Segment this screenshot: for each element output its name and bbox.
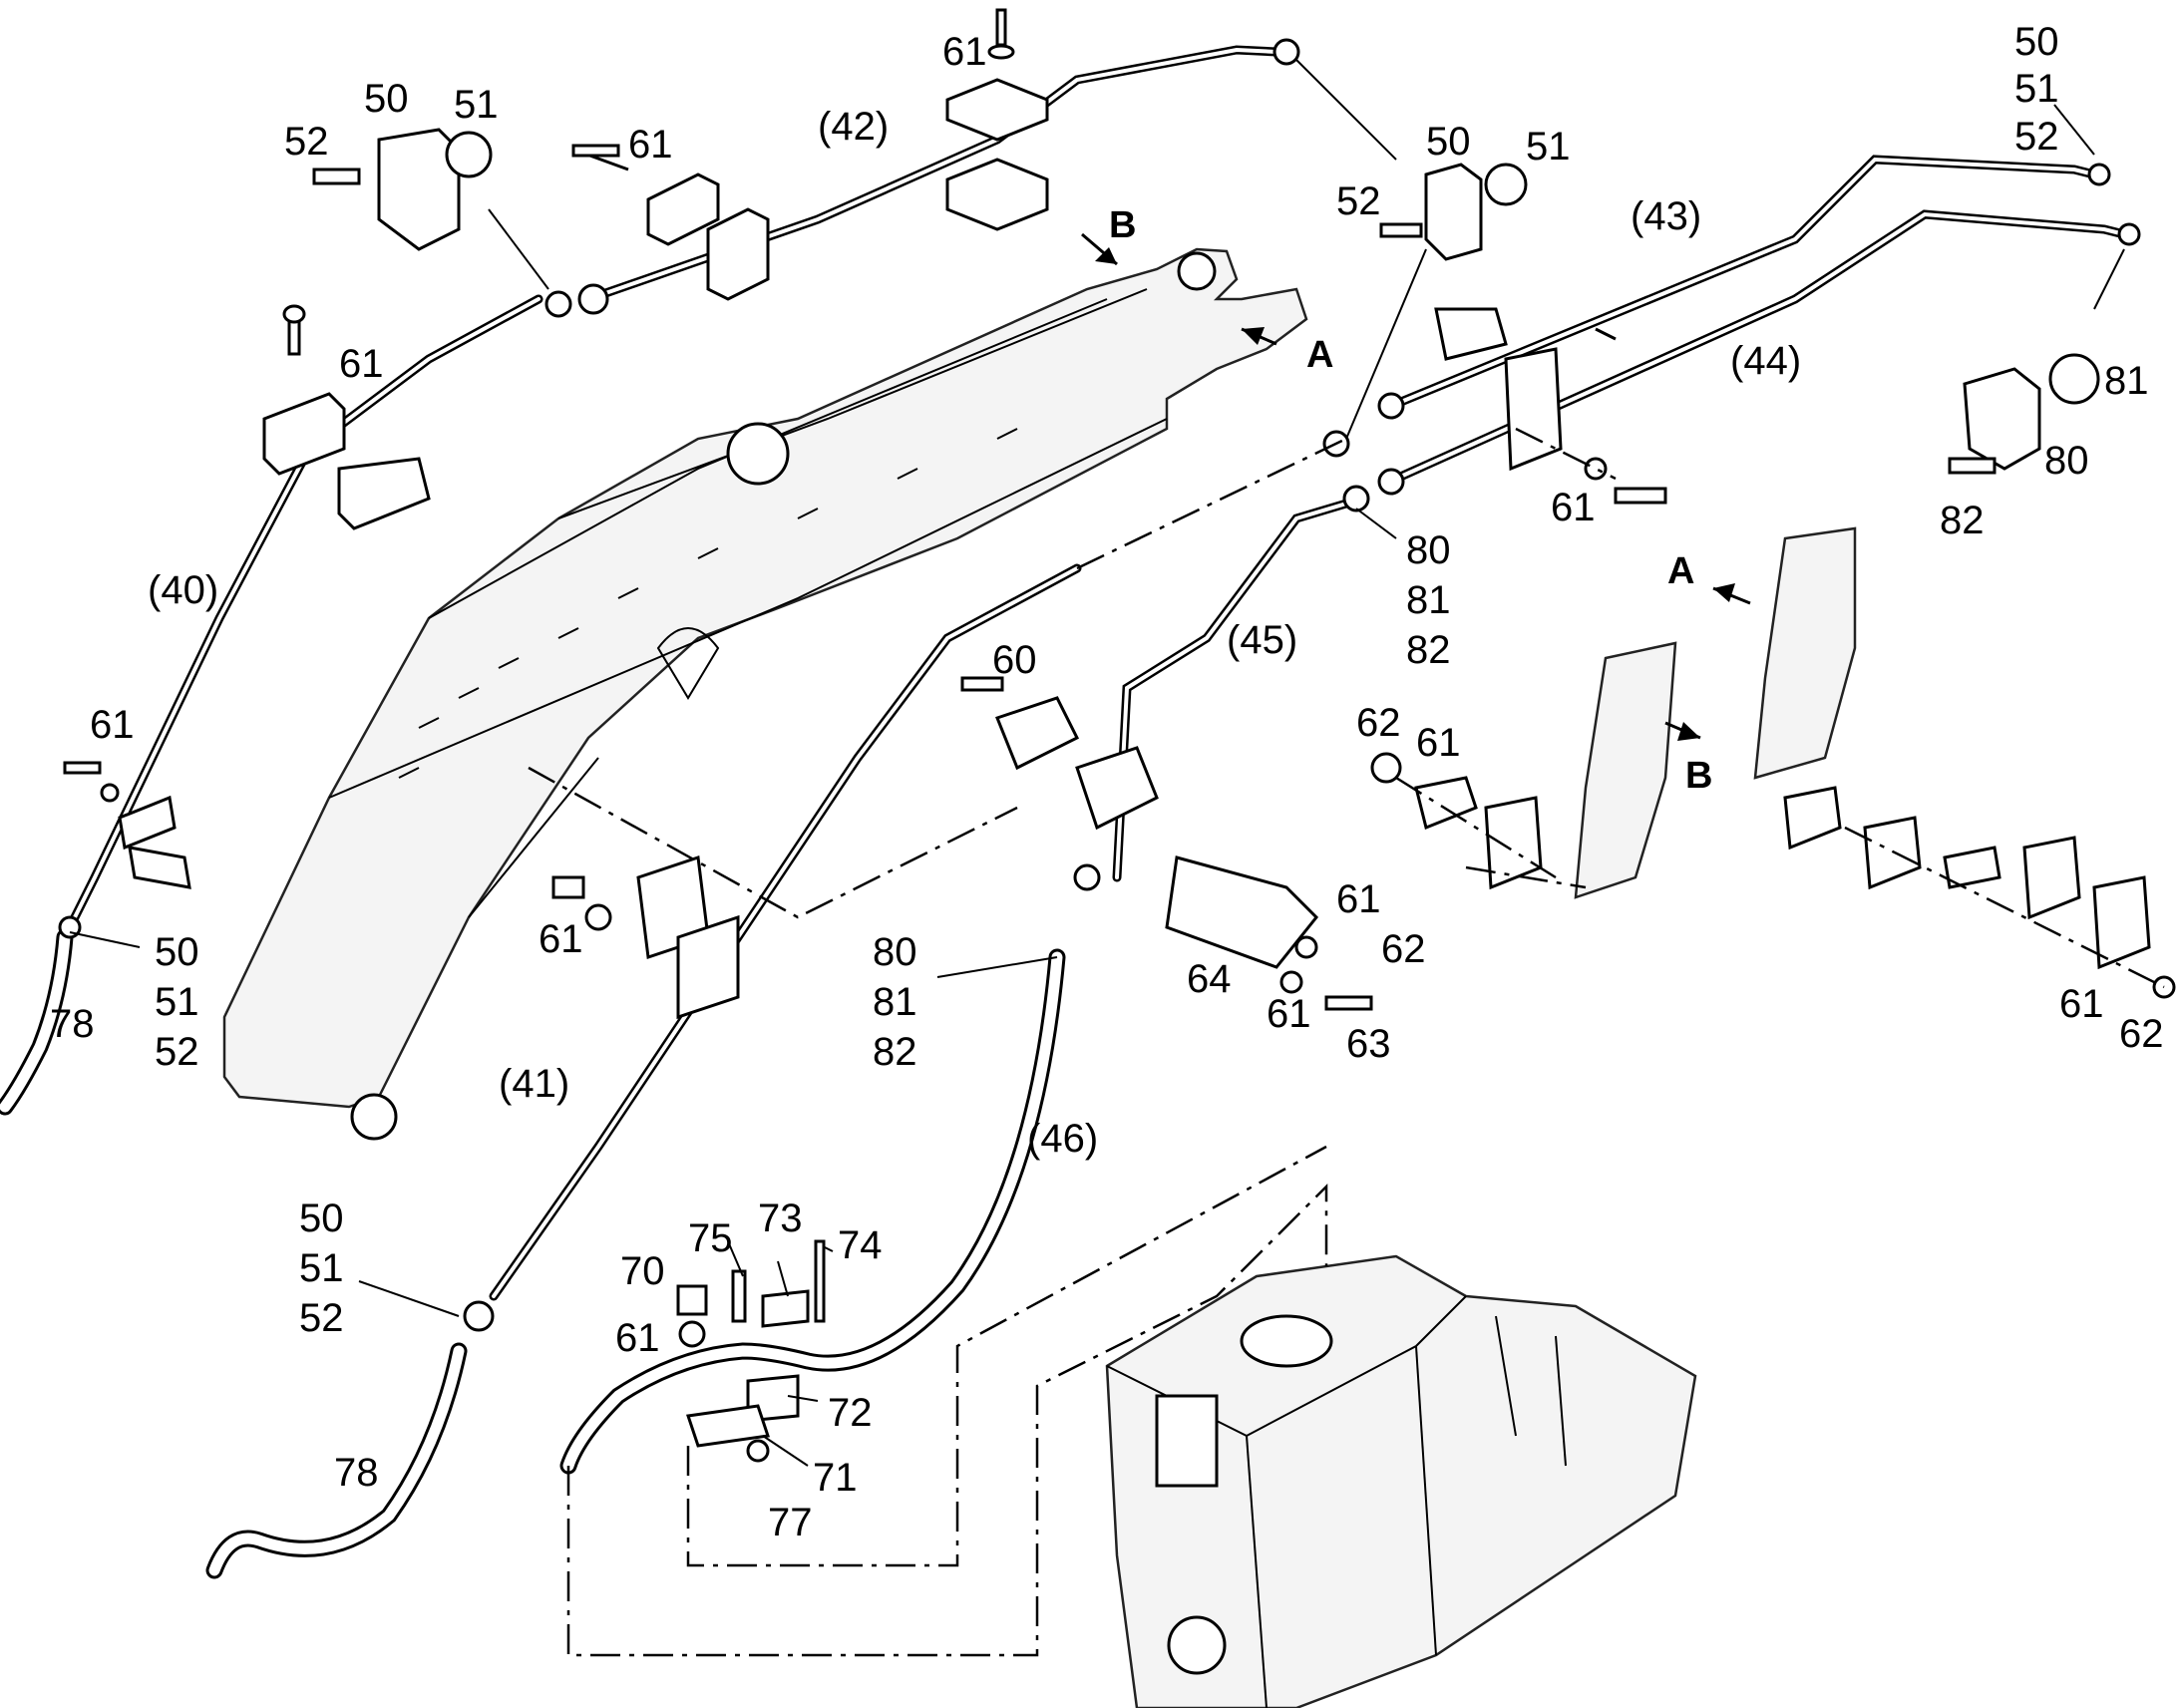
- label-81: 81: [1406, 578, 1451, 622]
- label-tube-45: (45): [1227, 618, 1297, 662]
- label-78: 78: [50, 1002, 95, 1046]
- label-52: 52: [284, 120, 329, 164]
- label-62: 62: [2119, 1012, 2164, 1056]
- label-61: 61: [615, 1316, 660, 1360]
- label-51: 51: [1526, 125, 1571, 169]
- tube-45: [1112, 499, 1351, 882]
- clamp-40-mid: [63, 761, 191, 889]
- label-62: 62: [1381, 927, 1426, 971]
- label-80: 80: [1406, 528, 1451, 572]
- label-81: 81: [2104, 359, 2149, 403]
- label-50: 50: [364, 77, 409, 121]
- clamp-upper-left: [571, 144, 770, 301]
- label-51: 51: [2014, 67, 2059, 111]
- label-tube-43: (43): [1631, 194, 1701, 238]
- arrow-a-head: [1242, 327, 1265, 345]
- label-61: 61: [339, 342, 384, 386]
- label-52: 52: [299, 1296, 344, 1340]
- tube-40: [65, 294, 544, 932]
- label-82: 82: [1940, 499, 1985, 542]
- cluster-70-77: [676, 1239, 826, 1463]
- label-61: 61: [1416, 721, 1461, 765]
- boom: [222, 247, 1308, 1141]
- flange-80-81-82-right: [1948, 353, 2100, 475]
- label-74: 74: [838, 1223, 883, 1267]
- label-64: 64: [1187, 957, 1232, 1001]
- plate-b: [1574, 641, 1677, 899]
- label-50: 50: [1426, 120, 1471, 164]
- label-51: 51: [299, 1246, 344, 1290]
- label-tube-41: (41): [499, 1062, 569, 1106]
- label-80: 80: [873, 930, 917, 974]
- label-70: 70: [620, 1249, 665, 1293]
- clamp-44: [1434, 307, 1667, 505]
- view-marker-a-detail: A: [1667, 550, 1694, 592]
- label-78: 78: [334, 1451, 379, 1495]
- tube-41: [489, 563, 1082, 1301]
- plate-a: [1753, 526, 1857, 780]
- label-75: 75: [688, 1216, 733, 1260]
- label-61: 61: [942, 30, 987, 74]
- label-60: 60: [992, 638, 1037, 682]
- label-52: 52: [1336, 179, 1381, 223]
- hose-46: [559, 948, 1066, 1475]
- view-marker-b-detail: B: [1685, 755, 1712, 797]
- leader-lines: [69, 59, 2125, 1467]
- arrow-b-head: [1095, 247, 1117, 264]
- label-61: 61: [628, 123, 673, 167]
- view-marker-a: A: [1306, 334, 1333, 376]
- label-71: 71: [813, 1456, 858, 1500]
- clamp-top-center: [945, 8, 1049, 231]
- label-61: 61: [539, 917, 583, 961]
- label-62: 62: [1356, 701, 1401, 745]
- label-73: 73: [758, 1196, 803, 1240]
- tank-filler-cap: [1240, 1314, 1333, 1368]
- label-tube-40: (40): [148, 568, 218, 612]
- label-50: 50: [2014, 20, 2059, 64]
- flange-50-51-52-top-left: [312, 128, 493, 251]
- center-lines: [528, 427, 2165, 1657]
- boom-foot-pin: [350, 1093, 398, 1141]
- label-61: 61: [1551, 486, 1596, 529]
- view-arrows: [1081, 232, 1751, 741]
- callout-labels: 61 (42) 50 51 52 61 52 50 51 50 51 52 52…: [50, 20, 2164, 1544]
- label-61: 61: [2059, 982, 2104, 1026]
- fittings: [58, 38, 2141, 1332]
- label-72: 72: [828, 1391, 873, 1435]
- label-50: 50: [155, 930, 199, 974]
- bracket-60-64: [960, 676, 1373, 1011]
- label-51: 51: [454, 83, 499, 127]
- label-81: 81: [873, 980, 917, 1024]
- tube-43: [1391, 155, 2099, 409]
- label-82: 82: [873, 1030, 917, 1074]
- flange-50-51-52-mid: [1379, 163, 1528, 261]
- hydraulic-tank: [1105, 1254, 1697, 1708]
- boom-pivot: [726, 422, 790, 486]
- label-63: 63: [1346, 1022, 1391, 1066]
- clamp-left: [262, 304, 431, 530]
- label-82: 82: [1406, 628, 1451, 672]
- label-hose-46: (46): [1027, 1117, 1098, 1161]
- label-77: 77: [768, 1501, 813, 1544]
- hose-78-bottom: [205, 1342, 468, 1579]
- label-50: 50: [299, 1196, 344, 1240]
- label-51: 51: [155, 980, 199, 1024]
- label-tube-42: (42): [818, 105, 889, 149]
- label-52: 52: [155, 1030, 199, 1074]
- view-marker-b: B: [1109, 204, 1136, 246]
- hose-78-left: [0, 928, 74, 1116]
- label-61: 61: [90, 703, 135, 747]
- label-tube-44: (44): [1730, 339, 1801, 383]
- clamps-right-row: [1370, 752, 2176, 999]
- label-80: 80: [2044, 439, 2089, 483]
- label-52: 52: [2014, 115, 2059, 159]
- tube-44: [1391, 209, 2129, 484]
- label-61: 61: [1267, 992, 1311, 1036]
- bracket-41: [551, 854, 740, 1020]
- boom-tip-pin: [1177, 251, 1217, 291]
- label-61: 61: [1336, 877, 1381, 921]
